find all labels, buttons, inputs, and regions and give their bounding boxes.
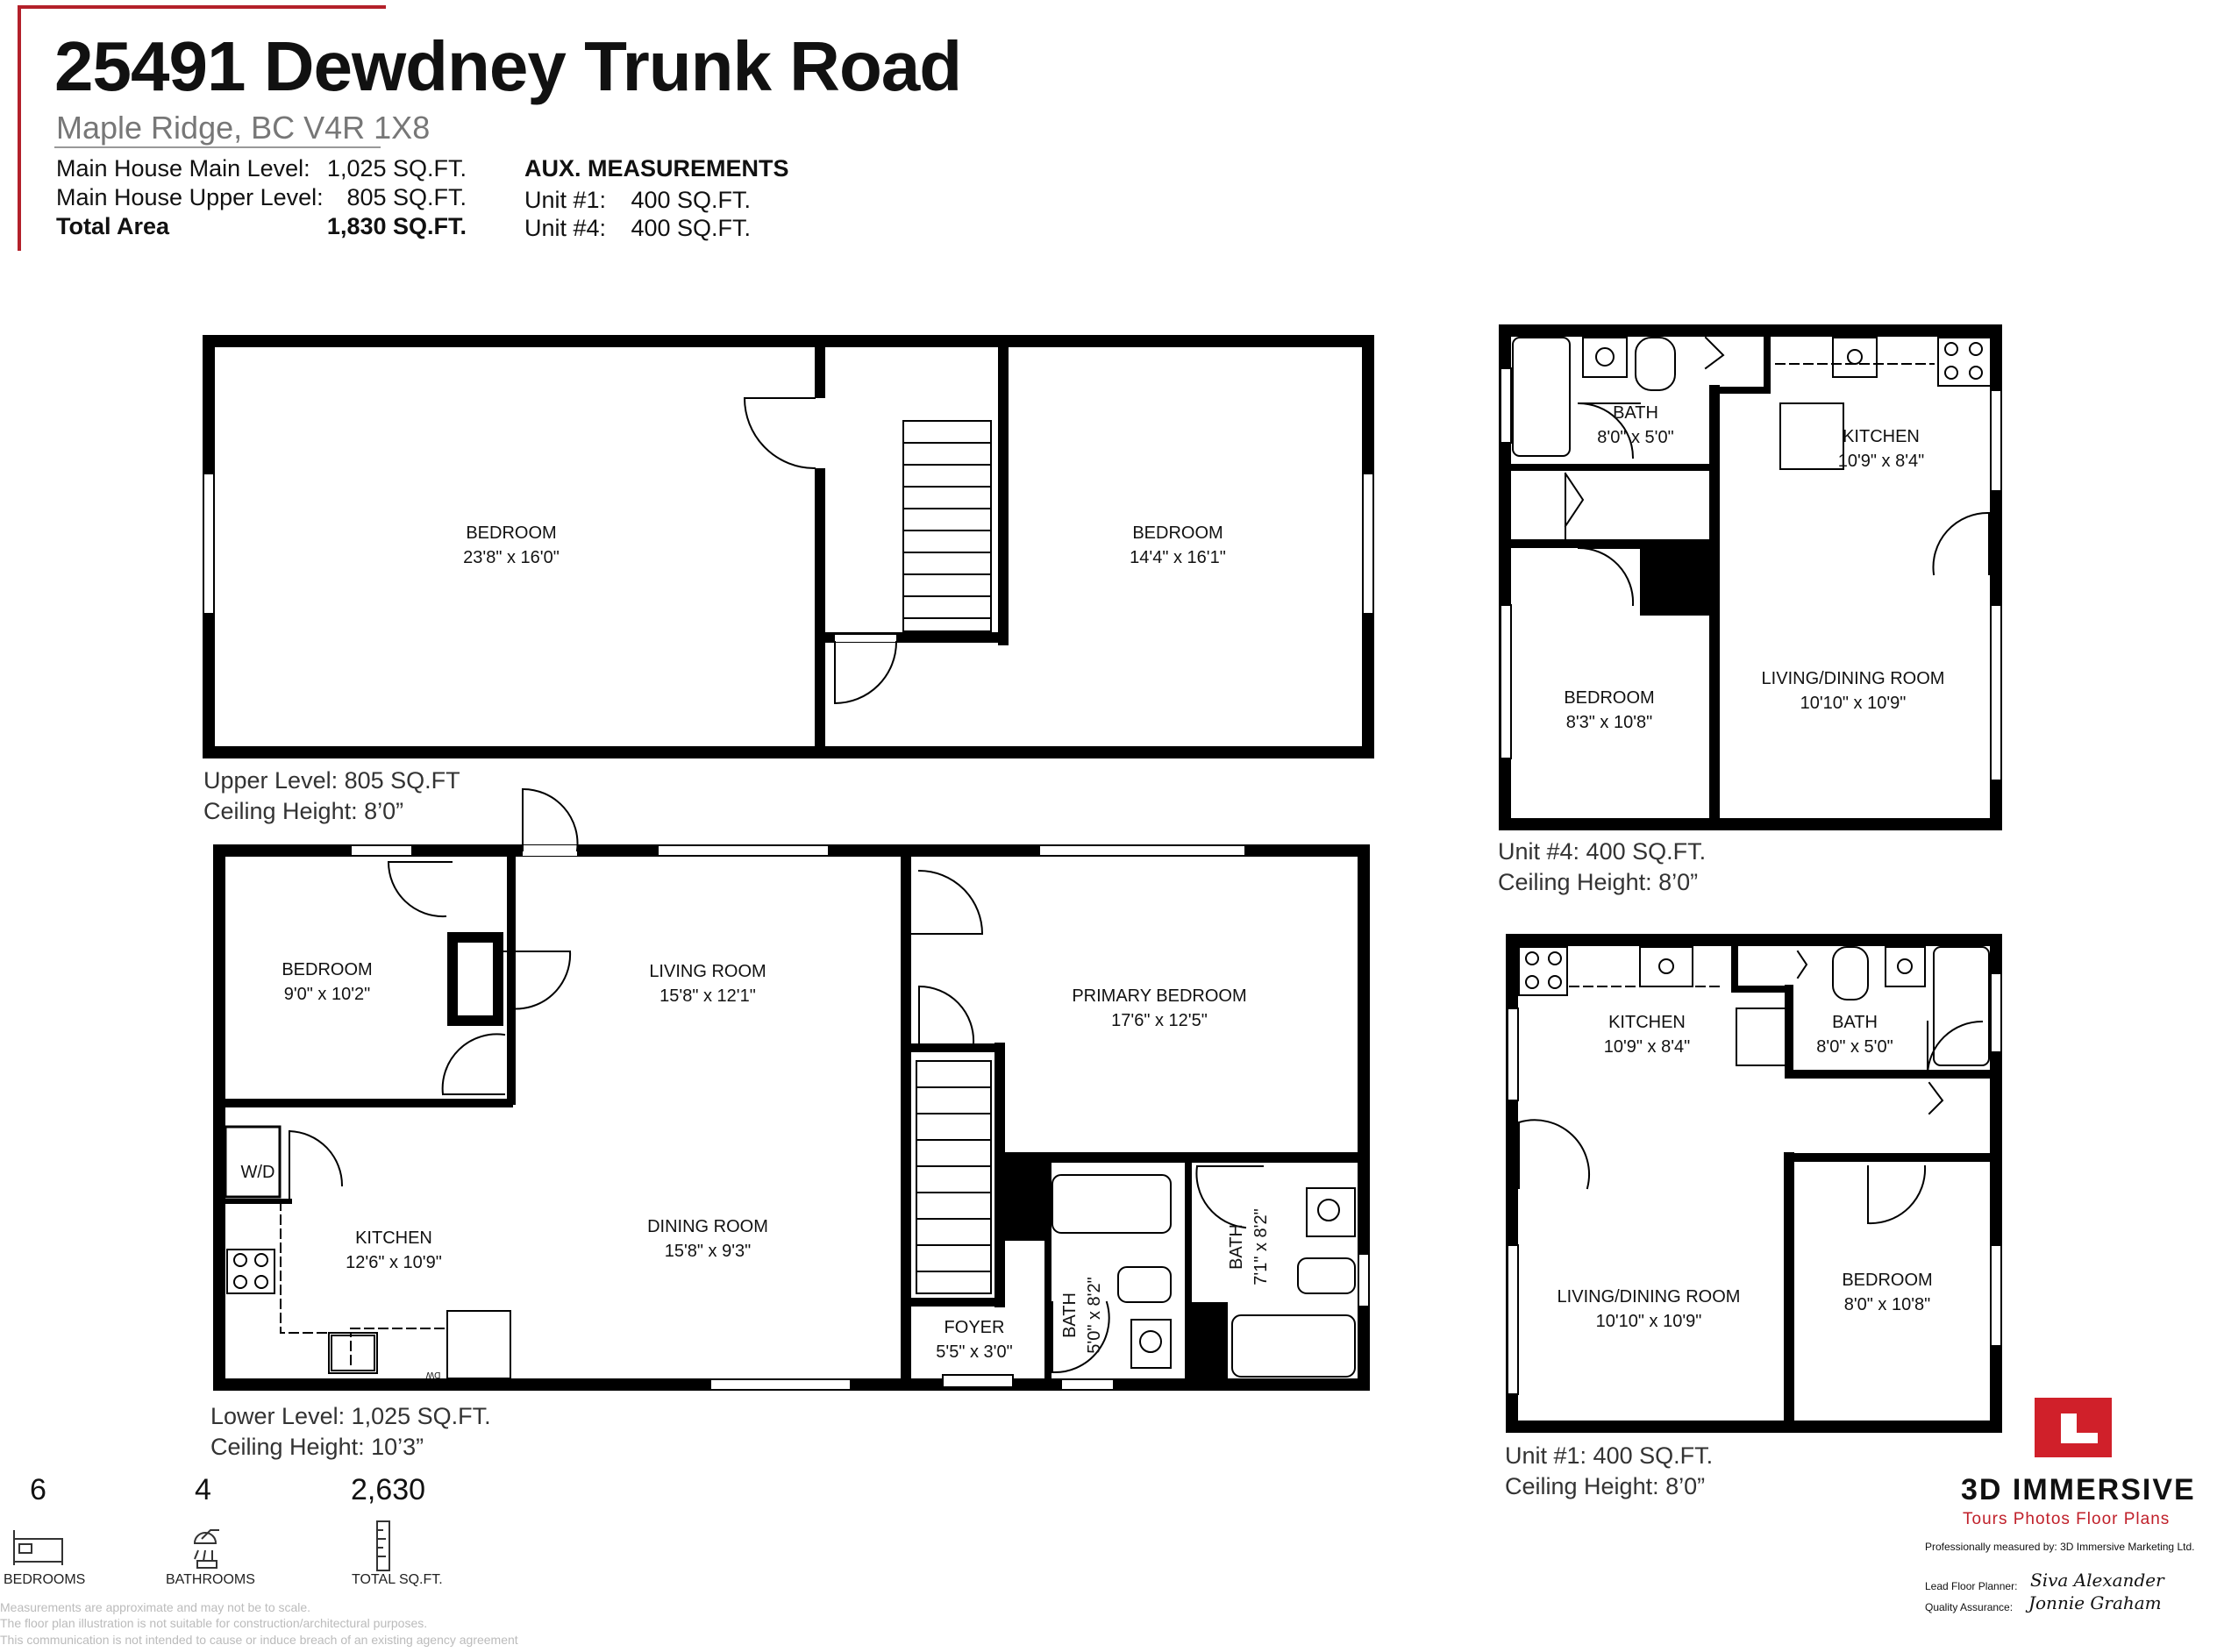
aux-value-unit1: 400 SQ.FT. bbox=[631, 187, 751, 213]
stat-bathrooms-value: 4 bbox=[195, 1473, 211, 1506]
room-name: BATH bbox=[1060, 1292, 1080, 1338]
unit1-label: Unit #1: 400 SQ.FT. bbox=[1505, 1442, 1714, 1469]
room-dim: 10'10" x 10'9" bbox=[1596, 1312, 1702, 1331]
brand-name: 3D IMMERSIVE bbox=[1961, 1473, 2196, 1506]
room-dim: 17'6" x 12'5" bbox=[1111, 1011, 1208, 1030]
stat-sqft-value: 2,630 bbox=[351, 1473, 426, 1506]
unit1-plan bbox=[1506, 934, 2002, 1433]
room-name: BEDROOM bbox=[1564, 688, 1654, 708]
room-name: BATH bbox=[1613, 403, 1658, 423]
area-label-upper: Main House Upper Level: bbox=[56, 184, 324, 210]
wd-label: W/D bbox=[241, 1163, 275, 1182]
dw-label: DW bbox=[425, 1370, 440, 1379]
room-dim: 14'4" x 16'1" bbox=[1130, 548, 1226, 567]
area-value-upper: 805 SQ.FT. bbox=[346, 184, 467, 210]
room-name: LIVING/DINING ROOM bbox=[1558, 1287, 1741, 1307]
page-title: 25491 Dewdney Trunk Road bbox=[54, 27, 962, 105]
upper-ceiling-label: Ceiling Height: 8’0” bbox=[203, 798, 404, 824]
area-label-main: Main House Main Level: bbox=[56, 155, 310, 182]
aux-label-unit4: Unit #4: bbox=[524, 215, 607, 241]
room-dim: 8'3" x 10'8" bbox=[1566, 713, 1653, 732]
area-value-main: 1,025 SQ.FT. bbox=[326, 155, 467, 182]
stat-bathrooms-label: BATHROOMS bbox=[166, 1572, 255, 1587]
qa-label: Quality Assurance: bbox=[1925, 1601, 2014, 1613]
room-name: KITCHEN bbox=[1608, 1013, 1686, 1032]
unit4-label: Unit #4: 400 SQ.FT. bbox=[1498, 838, 1707, 865]
header-accent-bar bbox=[18, 5, 21, 251]
room-name: LIVING/DINING ROOM bbox=[1762, 669, 1945, 688]
disclaimer-line-3: This communication is not intended to ca… bbox=[0, 1633, 518, 1647]
room-dim: 5'5" x 3'0" bbox=[936, 1342, 1012, 1362]
room-labels: BEDROOM 23'8" x 16'0" BEDROOM 14'4" x 16… bbox=[241, 403, 1945, 1379]
room-dim: 5'0" x 8'2" bbox=[1085, 1277, 1104, 1353]
room-dim: 15'8" x 12'1" bbox=[659, 986, 756, 1006]
subtitle-underline bbox=[54, 146, 381, 148]
room-dim: 15'8" x 9'3" bbox=[665, 1242, 752, 1261]
room-name: KITCHEN bbox=[355, 1228, 432, 1248]
room-name: BEDROOM bbox=[282, 960, 372, 979]
room-dim: 9'0" x 10'2" bbox=[284, 985, 371, 1004]
aux-label-unit1: Unit #1: bbox=[524, 187, 607, 213]
room-name: DINING ROOM bbox=[647, 1217, 768, 1236]
aux-value-unit4: 400 SQ.FT. bbox=[631, 215, 751, 241]
room-dim: 10'9" x 8'4" bbox=[1838, 452, 1925, 471]
room-name: BEDROOM bbox=[1842, 1271, 1932, 1290]
room-dim: 10'10" x 10'9" bbox=[1800, 694, 1907, 713]
area-label-total: Total Area bbox=[56, 213, 170, 239]
area-value-total: 1,830 SQ.FT. bbox=[326, 213, 467, 239]
room-name: LIVING ROOM bbox=[649, 962, 766, 981]
upper-level-plan bbox=[203, 335, 1374, 758]
room-dim: 23'8" x 16'0" bbox=[463, 548, 560, 567]
bed-icon bbox=[13, 1530, 63, 1565]
brand-tagline: Tours Photos Floor Plans bbox=[1963, 1510, 2171, 1528]
disclaimer-line-2: The floor plan illustration is not suita… bbox=[0, 1616, 428, 1630]
room-name: BATH bbox=[1832, 1013, 1878, 1032]
room-dim: 12'6" x 10'9" bbox=[346, 1253, 442, 1272]
lead-planner-label: Lead Floor Planner: bbox=[1925, 1580, 2018, 1592]
room-dim: 10'9" x 8'4" bbox=[1604, 1037, 1691, 1057]
lower-level-label: Lower Level: 1,025 SQ.FT. bbox=[210, 1403, 491, 1429]
shower-icon bbox=[193, 1529, 219, 1569]
room-name: KITCHEN bbox=[1843, 427, 1920, 446]
room-name: PRIMARY BEDROOM bbox=[1072, 986, 1246, 1006]
room-dim: 8'0" x 5'0" bbox=[1816, 1037, 1893, 1057]
unit4-plan bbox=[1499, 324, 2002, 830]
upper-level-label: Upper Level: 805 SQ.FT bbox=[203, 767, 460, 794]
room-name: BEDROOM bbox=[466, 523, 556, 543]
lower-ceiling-label: Ceiling Height: 10’3” bbox=[210, 1434, 424, 1460]
qa-signature: Jonnie Graham bbox=[2028, 1592, 2162, 1613]
room-dim: 8'0" x 10'8" bbox=[1844, 1295, 1931, 1314]
page-subtitle: Maple Ridge, BC V4R 1X8 bbox=[56, 110, 431, 146]
room-dim: 8'0" x 5'0" bbox=[1597, 428, 1673, 447]
room-name: BATH bbox=[1227, 1224, 1246, 1270]
measured-by: Professionally measured by: 3D Immersive… bbox=[1925, 1541, 2195, 1553]
ruler-icon bbox=[376, 1520, 390, 1571]
lower-level-plan bbox=[213, 787, 1370, 1391]
aux-title: AUX. MEASUREMENTS bbox=[524, 155, 789, 182]
header-accent-top bbox=[18, 5, 386, 9]
unit1-ceiling-label: Ceiling Height: 8’0” bbox=[1505, 1473, 1706, 1499]
stat-bedrooms-label: BEDROOMS bbox=[4, 1572, 86, 1587]
room-name: FOYER bbox=[945, 1318, 1005, 1337]
unit4-ceiling-label: Ceiling Height: 8’0” bbox=[1498, 869, 1699, 895]
room-dim: 7'1" x 8'2" bbox=[1251, 1208, 1271, 1285]
stat-bedrooms-value: 6 bbox=[30, 1473, 46, 1506]
disclaimer-line-1: Measurements are approximate and may not… bbox=[0, 1600, 311, 1614]
room-name: BEDROOM bbox=[1132, 523, 1223, 543]
brand-logo-mark bbox=[2035, 1398, 2112, 1457]
stat-sqft-label: TOTAL SQ.FT. bbox=[352, 1572, 443, 1587]
lead-planner-signature: Siva Alexander bbox=[2030, 1570, 2164, 1591]
